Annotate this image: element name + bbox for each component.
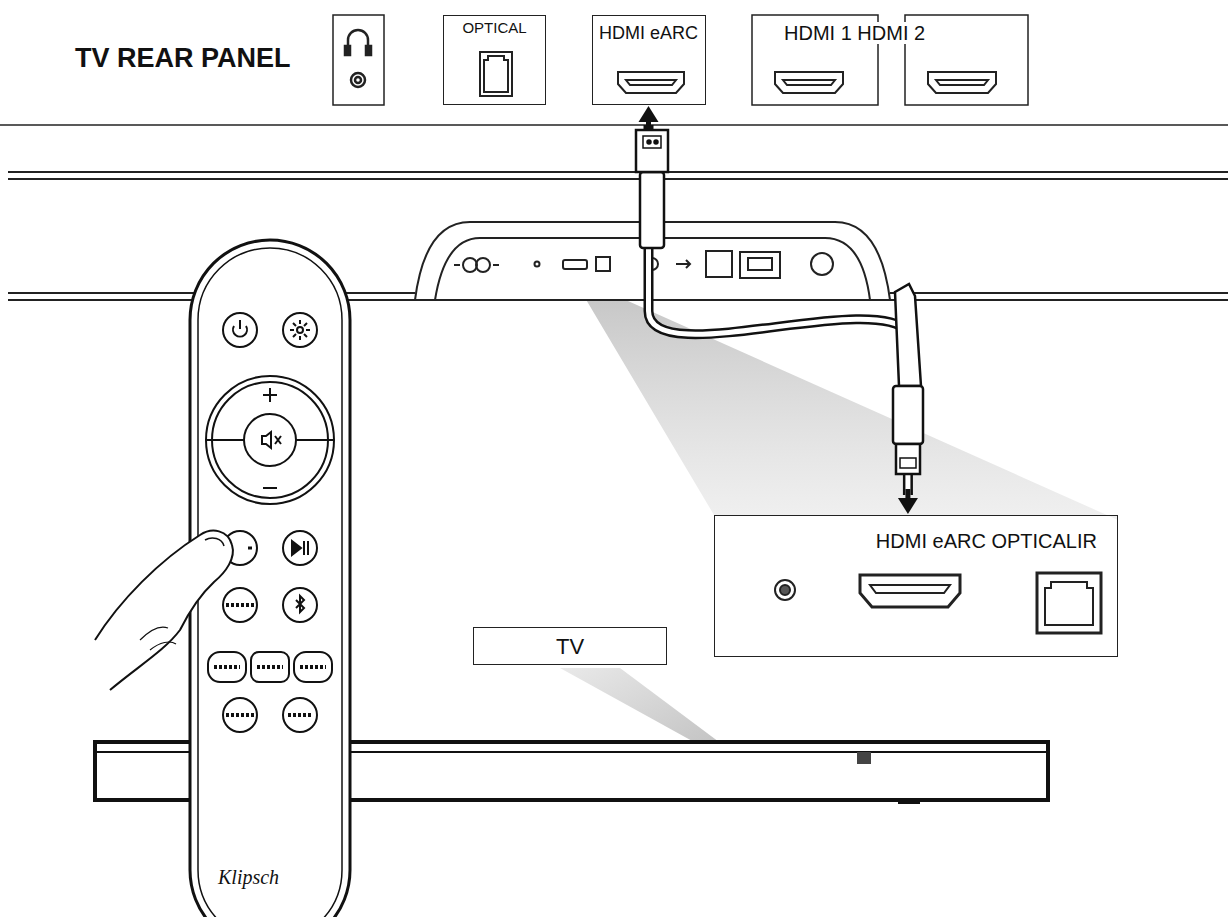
port-box: TV xyxy=(473,627,667,665)
headphone-port-box xyxy=(333,15,384,105)
brand-logo: Klipsch xyxy=(218,866,279,888)
port-label: OPTICAL xyxy=(448,20,541,37)
port-label: HDMI 1 HDMI 2 xyxy=(782,22,927,44)
tv-edge xyxy=(8,172,1228,300)
panel-title: TV REAR PANEL xyxy=(75,44,291,74)
hdmi-plug-top xyxy=(636,130,668,248)
arrow-head xyxy=(639,106,659,122)
hdmi-port-icon xyxy=(618,72,996,93)
hdmi-cable xyxy=(639,106,918,514)
port-label: TV xyxy=(478,635,662,659)
inset-ports xyxy=(775,573,1101,633)
headphone-icon xyxy=(345,30,371,87)
port-box: HDMI eARC OPTICALIR xyxy=(714,515,1118,657)
zoom-fan xyxy=(572,276,1118,520)
hdmi-plug-bottom xyxy=(893,284,923,474)
port-label: HDMI eARC xyxy=(597,24,701,44)
port-box: OPTICAL xyxy=(443,15,546,105)
arrow-head xyxy=(898,498,918,514)
port-box: HDMI eARC xyxy=(592,15,706,105)
port-label: HDMI eARC OPTICALIR xyxy=(719,530,1097,552)
optical-port-icon xyxy=(480,52,512,96)
remote-control xyxy=(95,240,350,917)
